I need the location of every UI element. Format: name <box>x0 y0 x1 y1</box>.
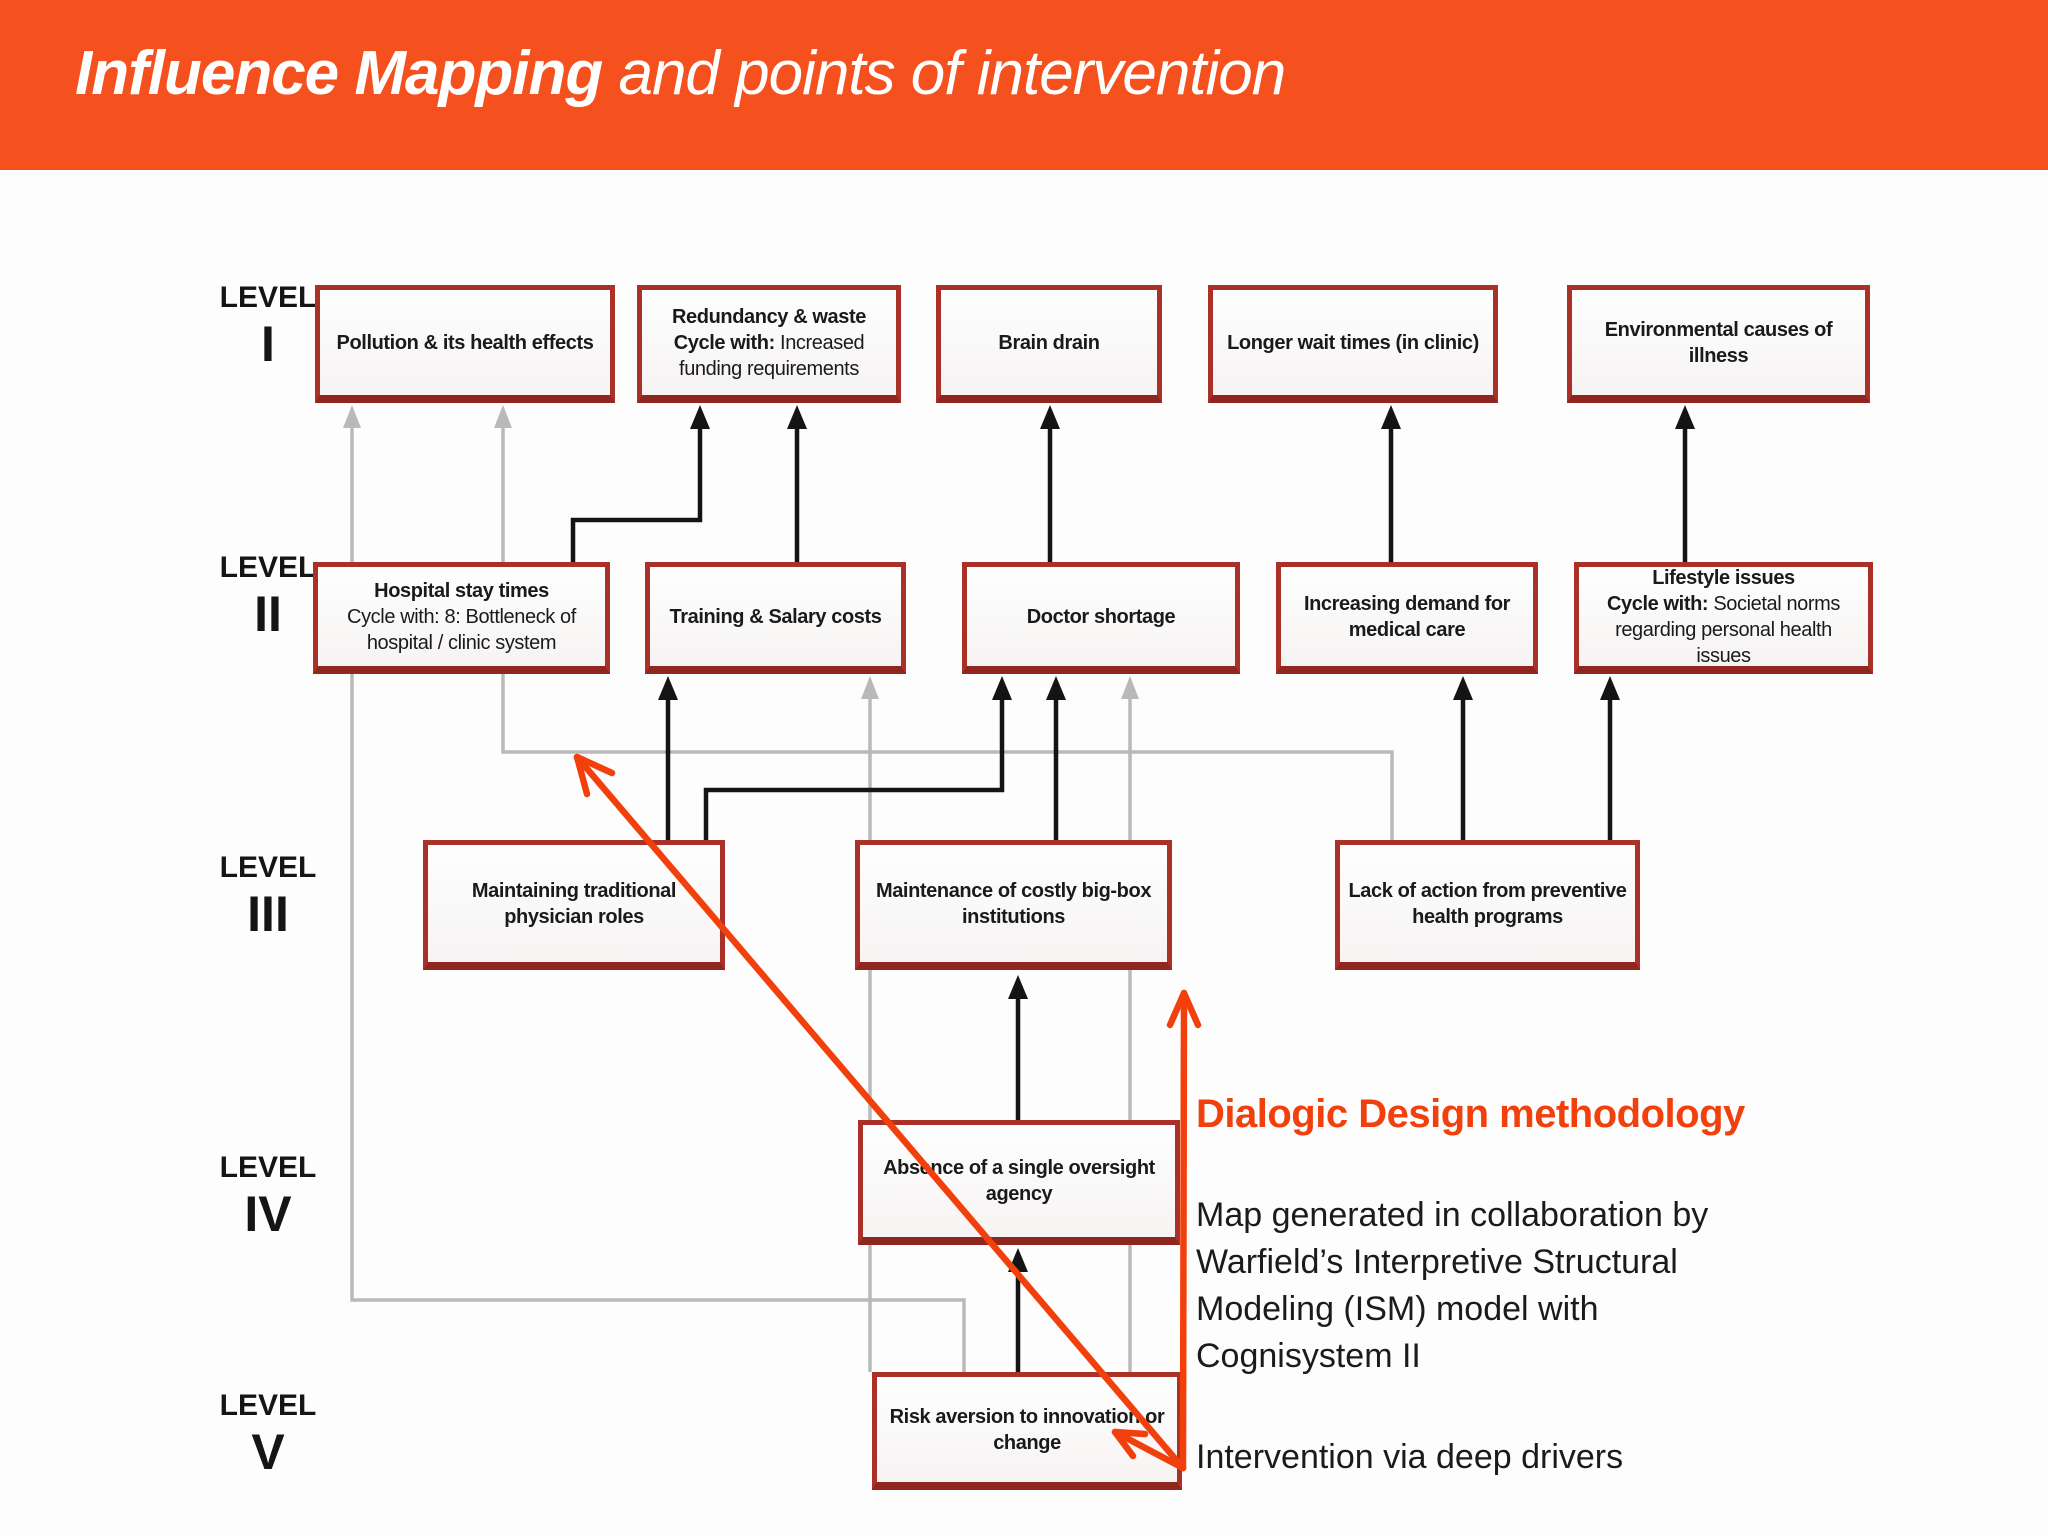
level-numeral: III <box>247 885 289 942</box>
arrow-doctor-to-brain-drain <box>1040 405 1060 562</box>
gray-arrow-lack-to-pollution <box>494 405 1394 840</box>
node-title: Absence of a single oversight agency <box>883 1157 1155 1205</box>
node-cycle-note: Cycle with: 8: Bottleneck of hospital / … <box>347 605 576 654</box>
node-maintenance-bigbox-institutions: Maintenance of costly big-box institutio… <box>855 840 1172 970</box>
node-increasing-demand: Increasing demand for medical care <box>1276 562 1538 674</box>
level-word: LEVEL <box>219 1389 317 1422</box>
node-redundancy-waste: Redundancy & waste Cycle with: Increased… <box>637 285 901 403</box>
node-title: Training & Salary costs <box>669 605 882 628</box>
page-title-rest: and points of intervention <box>602 39 1286 108</box>
node-lifestyle-issues: Lifestyle issues Cycle with: Societal no… <box>1574 562 1873 674</box>
arrow-hospital-to-redundancy <box>570 405 710 562</box>
gray-arrow-to-doctor <box>1121 676 1139 1372</box>
node-hospital-stay-times: Hospital stay times Cycle with: 8: Bottl… <box>313 562 610 674</box>
node-title: Risk aversion to innovation or change <box>889 1405 1165 1454</box>
annotation-heading: Dialogic Design methodology <box>1196 1092 1745 1136</box>
node-doctor-shortage: Doctor shortage <box>962 562 1240 674</box>
node-title: Longer wait times (in clinic) <box>1227 331 1479 354</box>
arrow-maintaining-to-doctor <box>703 676 1012 840</box>
level-label-4: LEVEL IV <box>198 1152 338 1240</box>
level-numeral: I <box>261 315 275 372</box>
level-word: LEVEL <box>219 851 317 884</box>
node-title: Maintaining traditional physician roles <box>471 879 677 928</box>
header-banner: Influence Mapping and points of interven… <box>0 0 2048 170</box>
arrow-training-to-redundancy <box>787 405 807 562</box>
node-title: Environmental causes of illness <box>1604 318 1833 367</box>
node-title: Increasing demand for medical care <box>1303 592 1511 641</box>
node-risk-aversion: Risk aversion to innovation or change <box>872 1372 1182 1490</box>
node-title: Lifestyle issues <box>1652 566 1795 589</box>
arrow-lack-to-lifestyle <box>1600 676 1620 840</box>
annotation-body: Map generated in collaboration by Warfie… <box>1196 1196 1709 1375</box>
page-title: Influence Mapping and points of interven… <box>75 38 1975 109</box>
level-numeral: II <box>254 585 282 642</box>
arrow-absence-to-maintenance <box>1008 975 1028 1120</box>
node-pollution-health-effects: Pollution & its health effects <box>315 285 615 403</box>
level-label-3: LEVEL III <box>198 852 338 940</box>
node-title: Doctor shortage <box>1026 605 1176 628</box>
arrow-maintaining-to-training <box>658 676 678 840</box>
node-environmental-causes: Environmental causes of illness <box>1567 285 1870 403</box>
node-maintaining-physician-roles: Maintaining traditional physician roles <box>423 840 725 970</box>
node-title: Brain drain <box>998 331 1100 354</box>
annotation-footer: Intervention via deep drivers <box>1196 1438 1624 1476</box>
arrow-lack-to-demand <box>1453 676 1473 840</box>
node-training-salary-costs: Training & Salary costs <box>645 562 906 674</box>
level-word: LEVEL <box>219 281 317 314</box>
level-word: LEVEL <box>219 551 317 584</box>
page-title-emphasis: Influence Mapping <box>75 39 603 108</box>
node-title: Lack of action from preventive health pr… <box>1348 879 1627 928</box>
node-absence-oversight-agency: Absence of a single oversight agency <box>858 1120 1180 1245</box>
node-longer-wait-times: Longer wait times (in clinic) <box>1208 285 1498 403</box>
level-label-2: LEVEL II <box>198 552 338 640</box>
level-label-5: LEVEL V <box>198 1390 338 1478</box>
level-label-1: LEVEL I <box>198 282 338 370</box>
level-numeral: V <box>251 1423 285 1480</box>
node-cycle-note: Cycle with: Increased funding requiremen… <box>673 331 865 380</box>
node-title: Hospital stay times <box>374 579 549 602</box>
arrow-risk-to-absence <box>1008 1248 1028 1372</box>
arrow-demand-to-wait-times <box>1381 405 1401 562</box>
gray-arrow-to-training <box>861 676 879 1372</box>
node-cycle-note: Cycle with: Societal norms regarding per… <box>1606 592 1841 667</box>
arrow-maintenance-to-doctor <box>1046 676 1066 840</box>
node-title: Maintenance of costly big-box institutio… <box>875 879 1152 928</box>
arrow-lifestyle-to-environmental <box>1675 405 1695 562</box>
level-numeral: IV <box>244 1185 292 1242</box>
node-title: Pollution & its health effects <box>336 331 594 354</box>
node-title: Redundancy & waste <box>672 305 866 328</box>
node-lack-of-preventive-action: Lack of action from preventive health pr… <box>1335 840 1640 970</box>
level-word: LEVEL <box>219 1151 317 1184</box>
node-brain-drain: Brain drain <box>936 285 1162 403</box>
